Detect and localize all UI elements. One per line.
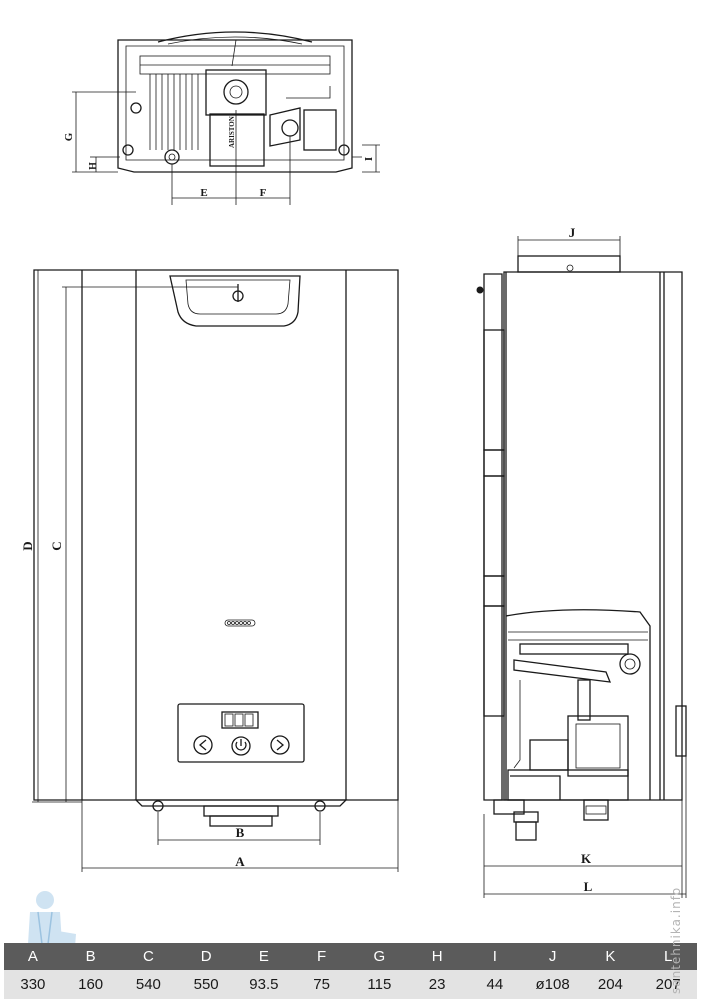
table-cell: 550: [177, 970, 235, 999]
table-header-cell: H: [408, 943, 466, 970]
dim-label-a: A: [235, 854, 245, 869]
table-cell: 23: [408, 970, 466, 999]
table-cell: 204: [581, 970, 640, 999]
dimension-table: A B C D E F G H I J K L 330 160 540 550 …: [4, 943, 697, 999]
dim-label-g: G: [63, 132, 75, 141]
table-header-cell: L: [639, 943, 697, 970]
table-header-cell: B: [61, 943, 120, 970]
table-header-cell: G: [350, 943, 409, 970]
table-header-cell: A: [4, 943, 62, 970]
side-view: J K L: [476, 225, 687, 898]
table-header-cell: E: [235, 943, 293, 970]
table-cell: 93.5: [235, 970, 293, 999]
table-cell: 330: [4, 970, 62, 999]
table-header-cell: C: [119, 943, 178, 970]
dim-label-h: H: [88, 162, 99, 170]
dim-label-e: E: [200, 187, 207, 199]
dim-label-i: I: [363, 157, 375, 161]
table-header-cell: J: [523, 943, 582, 970]
table-header-row: A B C D E F G H I J K L: [4, 943, 697, 970]
table-row: 330 160 540 550 93.5 75 115 23 44 ø108 2…: [4, 970, 697, 999]
dim-label-d: D: [20, 541, 35, 550]
table-cell: 75: [292, 970, 351, 999]
top-view-nameplate: ARISTON: [228, 116, 236, 148]
table-cell: 207: [639, 970, 697, 999]
dim-label-f: F: [260, 187, 267, 199]
dim-label-k: K: [581, 851, 592, 866]
table-cell: 115: [350, 970, 409, 999]
table-cell: 540: [119, 970, 178, 999]
table-header-cell: F: [292, 943, 351, 970]
table-header-cell: K: [581, 943, 640, 970]
table-cell: 160: [61, 970, 120, 999]
table-header-cell: D: [177, 943, 235, 970]
table-cell: 44: [466, 970, 524, 999]
top-view: ARISTON G H I E F: [63, 31, 380, 205]
dim-label-b: B: [236, 825, 245, 840]
watermark-text: santehnika.info: [669, 886, 683, 994]
dim-label-j: J: [569, 225, 576, 240]
table-header-cell: I: [466, 943, 524, 970]
dim-label-c: C: [49, 541, 64, 550]
dim-label-l: L: [584, 879, 593, 894]
table-cell: ø108: [523, 970, 582, 999]
front-view: D C B A: [20, 269, 399, 872]
